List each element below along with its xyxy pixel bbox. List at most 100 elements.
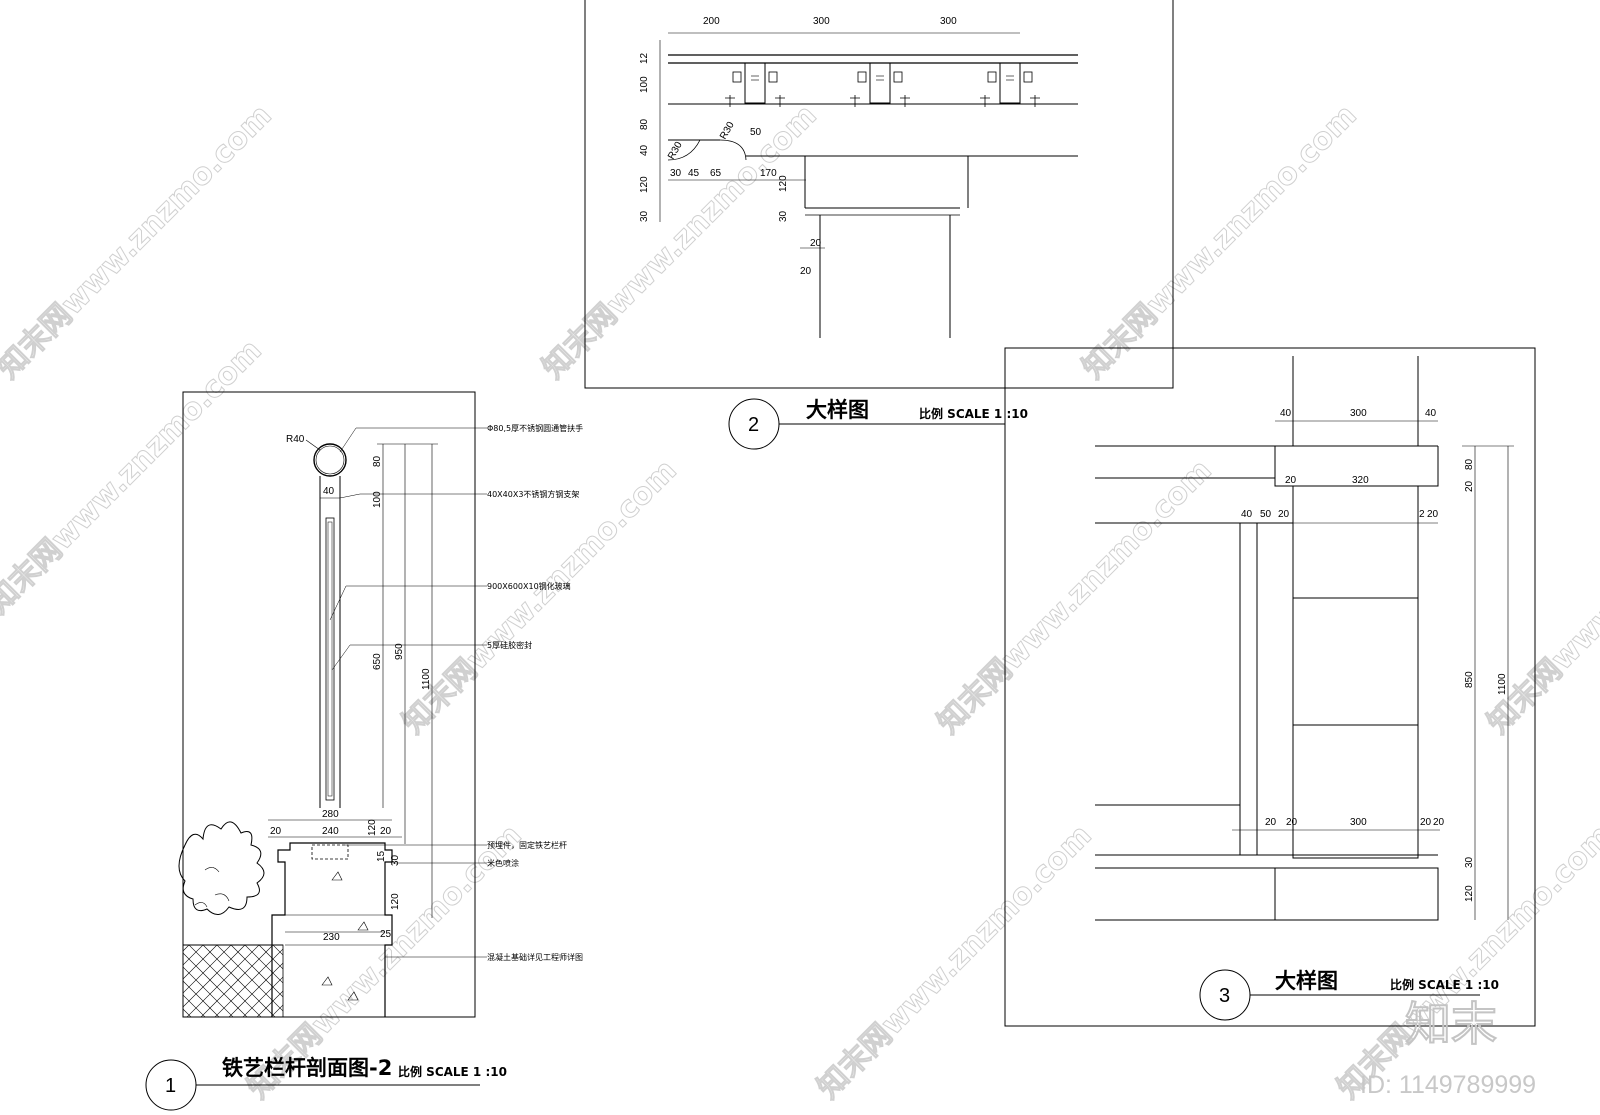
concrete-coping [271,842,393,1017]
dim-label: 40 [323,486,335,497]
dim-label: 850 [1464,671,1475,688]
dim-label: 280 [322,809,339,820]
dim-label: 230 [323,932,340,943]
dim-label: 65 [710,168,722,179]
dim-label: 650 [372,653,383,670]
dim-label: 120 [390,893,401,910]
dim-label: 20 [380,826,392,837]
brand-logo: 知末 [1405,997,1497,1051]
dim-label: 100 [372,491,383,508]
dim-label: 50 [750,127,762,138]
watermark-text: 知末网www.znzmo.com [1481,453,1600,741]
dim-label: 40 [639,144,650,156]
view-title: 大样图 [1275,969,1338,993]
radius-label: R30 [718,120,737,142]
watermark-text: 知末网www.znzmo.com [811,818,1099,1106]
view-1-frame [182,391,476,1018]
view-3-frame [1004,347,1536,1027]
dim-label: 950 [394,643,405,660]
view-title: 大样图 [806,398,869,422]
radius-label: R40 [286,434,305,445]
note-foundation: 混凝土基础详见工程师详图 [487,952,583,962]
view-scale: 比例 SCALE 1 :10 [919,406,1028,421]
view-title: 铁艺栏杆剖面图-2 [222,1056,392,1080]
dim-label: 25 [380,929,392,940]
dim-label: 170 [760,168,777,179]
dim-label: 1100 [421,668,432,690]
dim-label: 300 [813,16,830,27]
dim-label: 30 [670,168,682,179]
shrub-symbol [178,821,265,915]
view-number: 3 [1219,985,1230,1007]
dim-label: 20 [1427,509,1439,520]
bracket-group [980,62,1040,107]
dim-label: 30 [639,210,650,222]
view-2-detail: 200 300 300 [584,0,1174,450]
dim-label: 300 [1350,408,1367,419]
image-id-label: ID: 1149789999 [1360,1071,1536,1099]
dim-label: 100 [639,76,650,93]
watermark-text: 知末网www.znzmo.com [536,98,824,386]
note-glass: 900X600X10钢化玻璃 [487,581,571,591]
dim-label: 120 [778,175,789,192]
dim-label: 20 [1433,817,1445,828]
view-number: 1 [165,1075,176,1097]
dim-label: 45 [688,168,700,179]
dim-label: 20 [810,238,822,249]
dim-label: 30 [390,854,401,866]
dim-label: 20 [1278,509,1290,520]
embedded-plate [311,844,349,860]
watermark-text: 知末网www.znzmo.com [1076,98,1364,386]
dim-label: 80 [372,455,383,467]
dim-label: 20 [1420,817,1432,828]
view-number: 2 [748,414,759,436]
watermark-text: 知末网www.znzmo.com [0,333,269,621]
dim-label: 20 [1285,475,1297,486]
watermark-text: 知末网www.znzmo.com [931,453,1219,741]
dim-label: 300 [1350,817,1367,828]
note-support: 40X40X3不锈钢方钢支架 [487,489,579,499]
dim-label: 20 [1286,817,1298,828]
dim-label: 40 [1241,509,1253,520]
dim-label: 1100 [1497,673,1508,695]
dim-label: 15 [376,850,387,862]
dim-label: 240 [322,826,339,837]
dim-label: 200 [703,16,720,27]
dim-label: 120 [639,176,650,193]
view-3-detail: 40 300 40 20 320 80 20 40 50 20 2 20 850… [1004,347,1536,1027]
column-body [1292,485,1419,859]
dim-label: 2 [1419,509,1425,520]
glass-panel [325,517,335,801]
note-paint: 米色喷涂 [487,858,519,868]
dim-label: 50 [1260,509,1272,520]
dim-label: 320 [1352,475,1369,486]
handrail-tube [313,443,347,477]
dim-label: 20 [1265,817,1277,828]
column-plinth [1274,867,1439,921]
dim-label: 12 [639,52,650,64]
radius-label: R30 [666,140,685,162]
view-1-section: R40 40 280 20 240 20 120 230 15 [145,391,583,1111]
view-scale: 比例 SCALE 1 :10 [398,1064,507,1079]
soil-hatch [182,944,284,1018]
dim-label: 20 [800,266,812,277]
note-handrail: Φ80,5厚不锈钢圆通管扶手 [487,423,583,433]
dim-label: 20 [1464,480,1475,492]
dim-label: 40 [1280,408,1292,419]
dim-label: 80 [639,118,650,130]
view-2-frame [584,0,1174,389]
dim-label: 120 [367,819,378,836]
dim-label: 80 [1464,458,1475,470]
note-embed: 预埋件，固定铁艺栏杆 [487,840,567,850]
dim-label: 40 [1425,408,1437,419]
dim-label: 20 [270,826,282,837]
dim-label: 30 [778,210,789,222]
note-sealant: 5厚硅胶密封 [487,640,532,650]
dim-label: 120 [1464,885,1475,902]
view-scale: 比例 SCALE 1 :10 [1390,977,1499,992]
dim-label: 30 [1464,856,1475,868]
bracket-group [725,62,785,107]
bracket-group [850,62,910,107]
dim-label: 300 [940,16,957,27]
